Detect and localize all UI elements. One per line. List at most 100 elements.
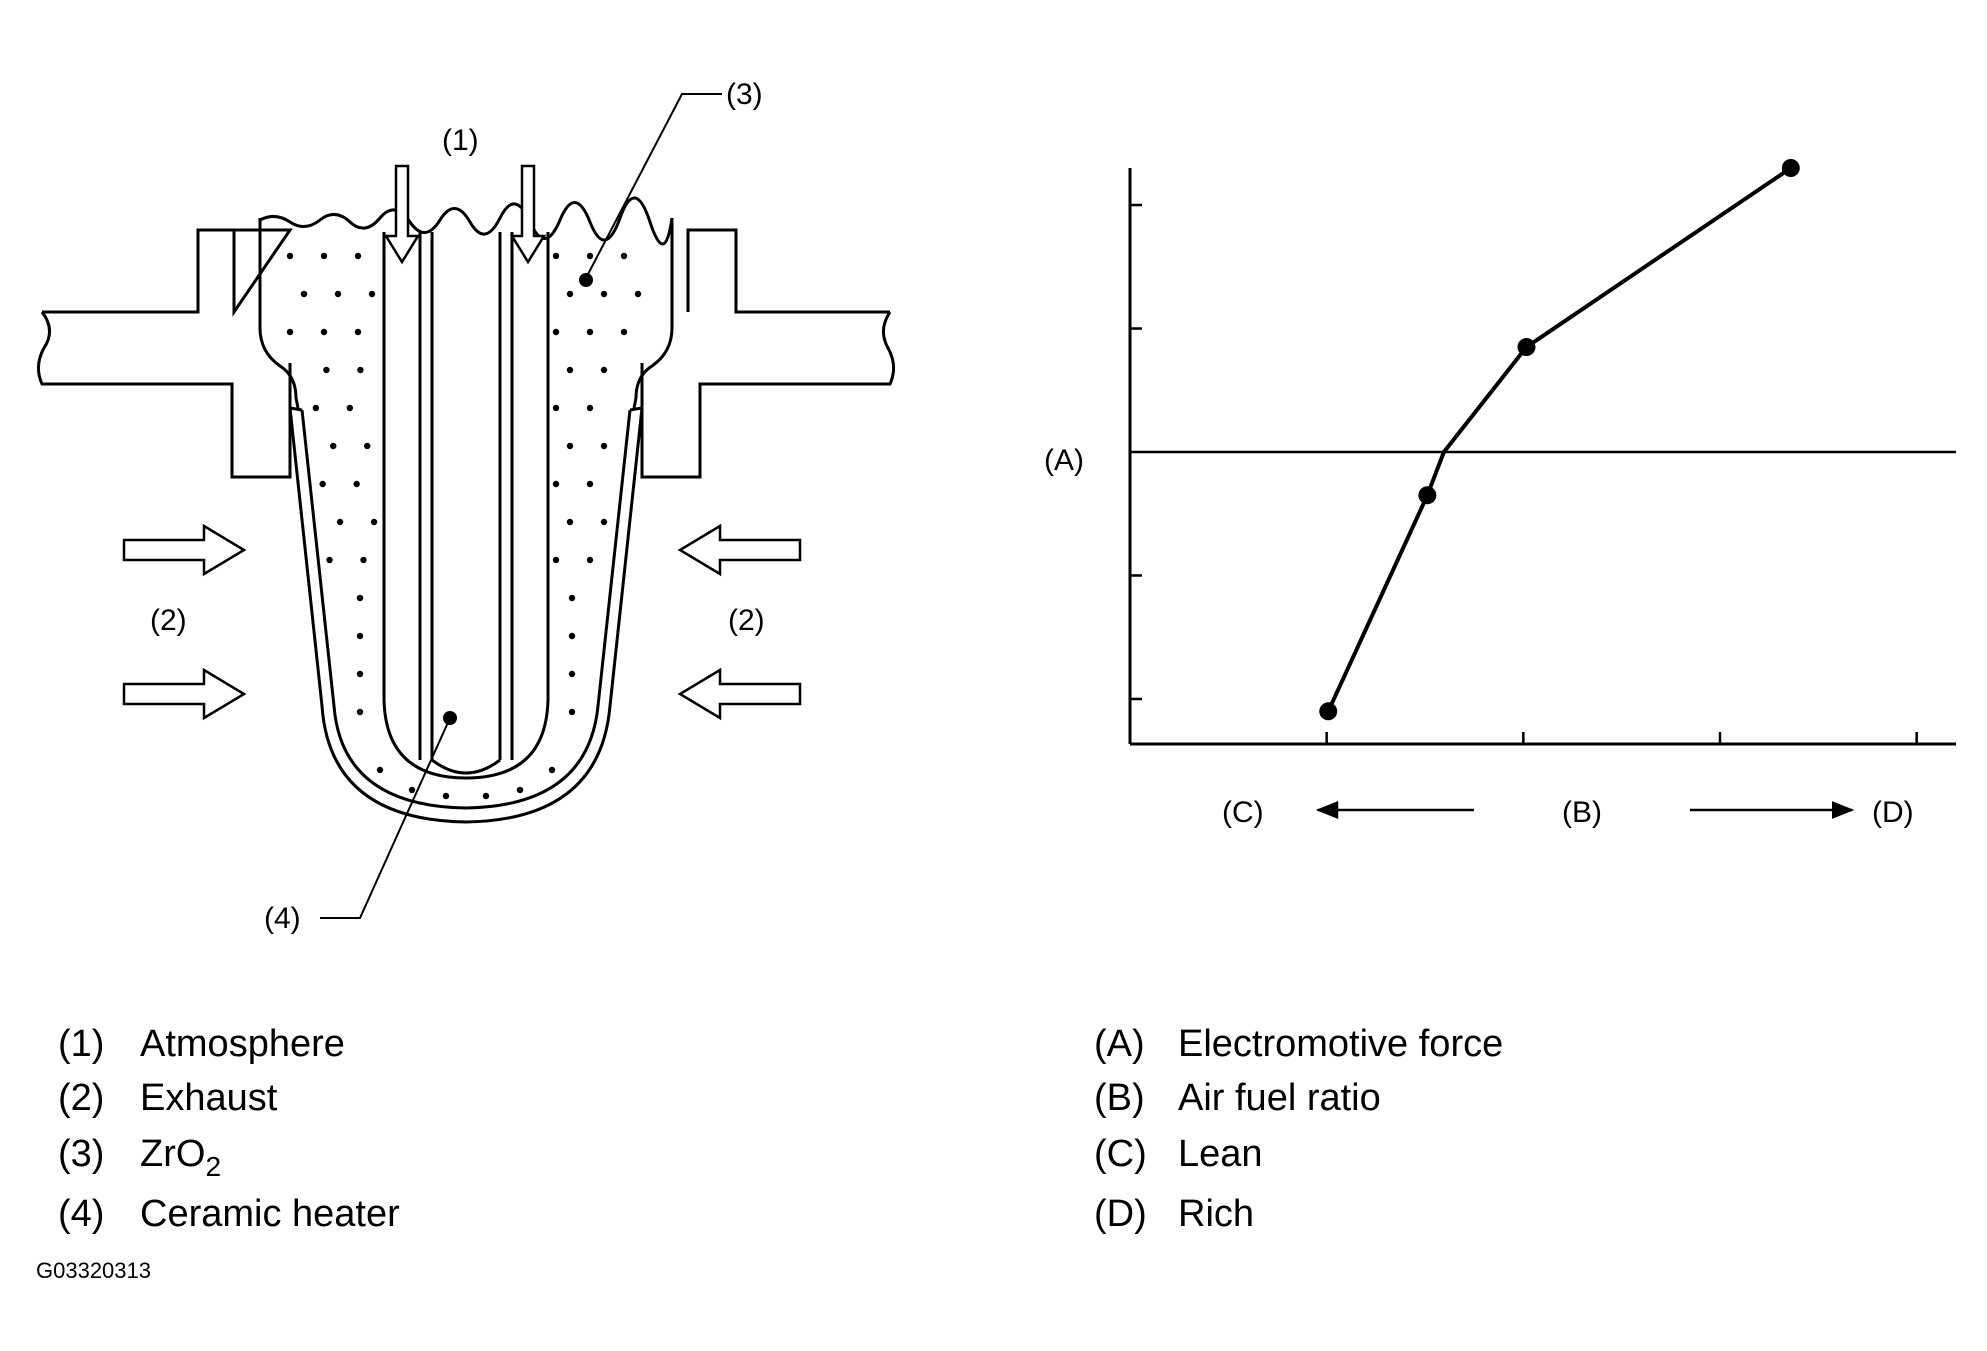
emf-graph	[1128, 159, 1956, 746]
legend-text-2: Exhaust	[140, 1077, 278, 1119]
sensor-top-edge	[259, 196, 674, 246]
legend-text-b: Air fuel ratio	[1178, 1077, 1381, 1119]
heater-rod-bottom	[431, 758, 501, 775]
zro2-dot	[600, 442, 608, 450]
axis-x-label: (B)	[1562, 796, 1602, 829]
emf-point-5	[1781, 159, 1800, 177]
zro2-dot	[634, 290, 642, 298]
zro2-dot	[356, 670, 364, 678]
zro2-dot	[354, 328, 362, 336]
legend-num-4: (4)	[58, 1193, 104, 1235]
sensor-body-outer-r	[632, 218, 674, 409]
exhaust-arrow-right-top	[677, 523, 802, 577]
legend-num-1: (1)	[58, 1023, 104, 1065]
legend-text-1: Atmosphere	[140, 1023, 345, 1065]
axis-y-label: (A)	[1044, 444, 1084, 477]
legend-num-b: (B)	[1094, 1077, 1145, 1119]
zro2-dots	[286, 252, 642, 800]
zro2-dot	[334, 290, 342, 298]
zro2-dot	[368, 290, 376, 298]
legend-left: (1) Atmosphere (2) Exhaust (3) ZrO2 (4) …	[58, 1023, 400, 1235]
pipe-wall-left	[37, 228, 293, 479]
legend-text-d: Rich	[1178, 1193, 1254, 1235]
callout-exhaust-right: (2)	[728, 604, 765, 637]
zro2-dot	[600, 366, 608, 374]
rich-label: (D)	[1872, 796, 1914, 829]
zro2-dot	[552, 252, 560, 260]
zro2-dot	[552, 328, 560, 336]
heater-shell-outer	[288, 407, 644, 824]
leader-heater	[320, 717, 451, 919]
zro2-dot	[354, 252, 362, 260]
zro2-dot	[356, 632, 364, 640]
atmosphere-arrow-left	[383, 164, 421, 265]
zro2-dot	[552, 480, 560, 488]
zro2-dot	[620, 328, 628, 336]
y-ticks	[1130, 203, 1142, 701]
zro2-dot	[408, 786, 416, 794]
emf-points	[1319, 159, 1800, 721]
zro2-dot	[286, 328, 294, 336]
zro2-dot	[356, 708, 364, 716]
pipe-wall-right	[640, 311, 895, 479]
legend-right: (A) Electromotive force (B) Air fuel rat…	[1094, 1023, 1503, 1235]
exhaust-arrow-left-top	[122, 523, 247, 577]
callout-heater: (4)	[264, 902, 301, 935]
zro2-dot	[364, 442, 371, 450]
zro2-dot	[566, 518, 574, 526]
zro2-dot	[336, 518, 344, 526]
zro2-dot	[586, 556, 594, 564]
zro2-dot	[566, 290, 574, 298]
zro2-dot	[357, 366, 364, 374]
zro2-dot	[586, 404, 594, 412]
zro2-dot	[568, 632, 576, 640]
zro2-dot	[568, 670, 576, 678]
leader-zro2-dot	[579, 273, 593, 287]
zro2-dot	[516, 786, 524, 794]
zro2-dot	[620, 252, 628, 260]
lean-label: (C)	[1222, 796, 1264, 829]
leader-lines	[320, 93, 722, 919]
zro2-dot	[323, 366, 330, 374]
leader-zro2	[585, 93, 722, 279]
legend-num-3: (3)	[58, 1133, 104, 1175]
zro2-dot	[346, 404, 354, 412]
zro2-tube	[382, 232, 550, 780]
legend-text-3-main: ZrO	[140, 1133, 205, 1175]
zro2-dot	[442, 792, 450, 800]
zro2-dot	[356, 594, 364, 602]
zro2-dot	[600, 518, 608, 526]
zro2-dot	[300, 290, 308, 298]
zro2-dot	[568, 708, 576, 716]
emf-point-1	[1319, 702, 1338, 721]
callout-zro2: (3)	[726, 78, 763, 111]
zro2-dot	[600, 290, 608, 298]
zro2-dot	[370, 518, 378, 526]
zro2-dot	[330, 442, 337, 450]
emf-point-2	[1418, 486, 1437, 505]
zro2-dot	[482, 792, 490, 800]
legend-num-2: (2)	[58, 1077, 104, 1119]
zro2-dot	[376, 766, 384, 774]
heater-shell-inner	[300, 409, 632, 810]
zro2-dot	[326, 556, 333, 564]
atmosphere-arrow-right	[509, 164, 547, 265]
legend-text-4: Ceramic heater	[140, 1193, 400, 1235]
zro2-dot	[566, 366, 574, 374]
legend-num-a: (A)	[1094, 1023, 1145, 1065]
legend-text-3-sub: 2	[205, 1151, 221, 1182]
pipe-wall-right-top	[686, 228, 890, 314]
zro2-dot	[320, 252, 328, 260]
callout-exhaust-left: (2)	[150, 604, 187, 637]
legend-num-c: (C)	[1094, 1133, 1147, 1175]
zro2-dot	[286, 252, 294, 260]
exhaust-arrow-left-bottom	[122, 667, 247, 721]
zro2-dot	[312, 404, 320, 412]
zro2-dot	[552, 556, 560, 564]
x-ticks	[1325, 732, 1918, 744]
atmosphere-arrows	[383, 164, 547, 265]
pipe-wall-left-top	[42, 228, 234, 314]
legend-text-c: Lean	[1178, 1133, 1263, 1175]
zro2-dot	[548, 766, 556, 774]
